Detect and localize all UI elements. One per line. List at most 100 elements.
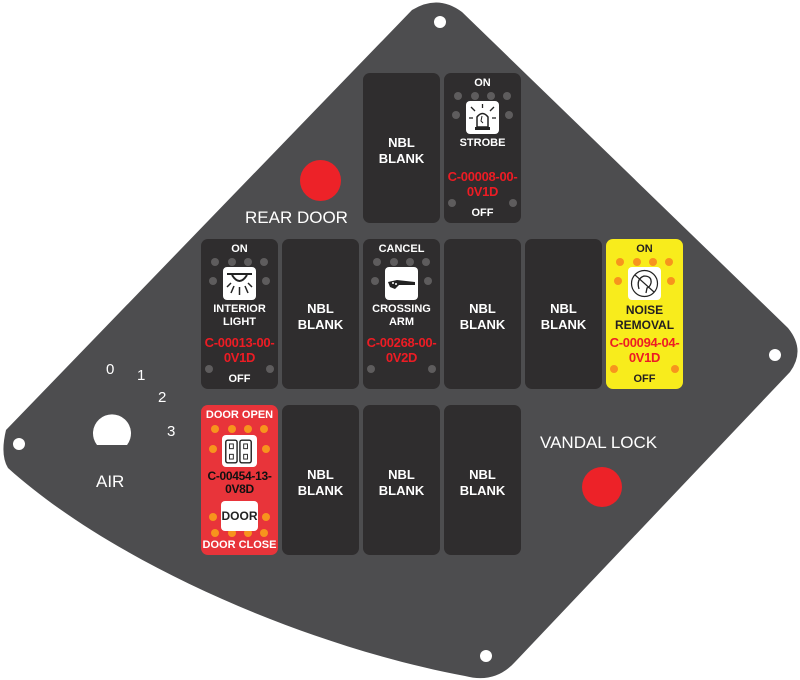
indicator-led [503,92,511,100]
indicator-led [487,92,495,100]
door-icon: DOOR [221,501,258,531]
indicator-led [209,277,217,285]
indicator-led [228,425,236,433]
interior-light-icon [223,267,256,300]
indicator-led [211,425,219,433]
door-indicator-icon [222,435,257,467]
dial-position-1: 1 [137,367,146,384]
indicator-led [228,529,236,537]
indicator-led [406,258,414,266]
mounting-hole [434,16,446,28]
switch-top-label: ON [636,243,653,255]
indicator-led [428,365,436,373]
indicator-led [614,277,622,285]
switch-top-label: DOOR OPEN [205,409,274,421]
indicator-led [228,258,236,266]
indicator-led [244,258,252,266]
indicator-led [509,199,517,207]
indicator-led [244,425,252,433]
indicator-led [424,277,432,285]
noise-removal-icon [628,267,661,300]
air-label: AIR [96,472,125,491]
indicator-led [260,529,268,537]
indicator-led [454,92,462,100]
part-number: C-00268-00-0V2D [366,335,437,365]
switch-top-label: CANCEL [378,243,425,255]
indicator-led [665,258,673,266]
indicator-led [260,425,268,433]
vandal-lock-button[interactable] [582,467,622,507]
indicator-led [266,365,274,373]
rear-door-label: REAR DOOR [245,208,348,227]
mounting-hole [13,438,25,450]
dial-position-3: 3 [167,423,176,440]
switch-bottom-label: OFF [228,373,251,385]
switch-bottom-label: DOOR CLOSE [202,539,277,551]
part-number: C-00094-04-0V1D [609,335,680,365]
indicator-led [244,529,252,537]
indicator-led [373,258,381,266]
indicator-led [262,445,270,453]
part-number: C-00454-13-0V8D [207,469,272,496]
indicator-led [471,92,479,100]
indicator-led [633,258,641,266]
switch-label: STROBE [459,137,506,149]
indicator-led [205,365,213,373]
indicator-led [371,277,379,285]
indicator-led [367,365,375,373]
mounting-hole [480,650,492,662]
crossing-arm-icon [385,267,418,300]
indicator-led [505,111,513,119]
vandal-lock-label: VANDAL LOCK [540,433,658,452]
indicator-led [610,365,618,373]
indicator-led [671,365,679,373]
rocker-switch-strobe[interactable]: ON STROBE C-00008-00-0V1D OFF [444,73,521,223]
indicator-led [616,258,624,266]
switch-bottom-label: OFF [471,207,494,219]
indicator-led [211,258,219,266]
indicator-led [262,277,270,285]
indicator-led [452,111,460,119]
rocker-switch-door-open[interactable]: DOOR OPEN C-00454-13-0V8D DOOR DOOR CLOSE [201,405,278,555]
mounting-hole [769,349,781,361]
part-number: C-00013-00-0V1D [204,335,275,365]
dial-position-2: 2 [158,389,167,406]
indicator-led [211,529,219,537]
indicator-led [422,258,430,266]
part-number: C-00008-00-0V1D [447,169,518,199]
indicator-led [649,258,657,266]
indicator-led [209,513,217,521]
dial-position-0: 0 [106,361,115,378]
switch-top-label: ON [474,77,491,89]
rear-door-button[interactable] [300,160,341,201]
indicator-led [667,277,675,285]
air-dial-knob[interactable] [93,414,132,445]
switch-top-label: ON [231,243,248,255]
indicator-led [448,199,456,207]
switch-bottom-label: OFF [633,373,656,385]
indicator-led [260,258,268,266]
indicator-led [262,513,270,521]
strobe-icon [466,101,499,134]
indicator-led [209,445,217,453]
